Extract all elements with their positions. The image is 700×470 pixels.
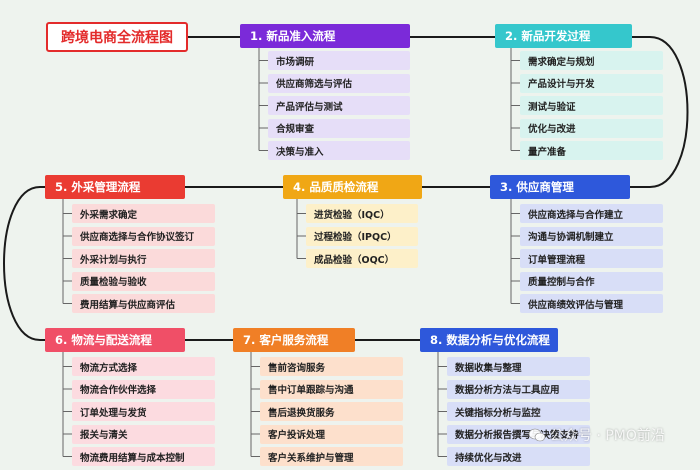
process-step: 质量检验与验收 (72, 271, 215, 291)
process-step: 优化与改进 (520, 118, 663, 138)
process-step: 外采需求确定 (72, 204, 215, 223)
process-step: 持续优化与改进 (447, 447, 590, 466)
section-heading: 1. 新品准入流程 (240, 24, 410, 48)
process-step: 订单处理与发货 (72, 402, 215, 421)
process-step: 外采计划与执行 (72, 249, 215, 268)
process-step: 客户投诉处理 (260, 424, 403, 444)
process-step: 关键指标分析与监控 (447, 402, 590, 421)
process-step: 物流费用结算与成本控制 (72, 447, 215, 466)
process-step: 需求确定与规划 (520, 51, 663, 70)
process-step: 物流合作伙伴选择 (72, 379, 215, 399)
process-step: 售中订单跟踪与沟通 (260, 379, 403, 399)
process-step: 量产准备 (520, 141, 663, 160)
process-step: 供应商筛选与评估 (268, 73, 410, 93)
section-heading: 3. 供应商管理 (490, 175, 630, 199)
section-heading: 8. 数据分析与优化流程 (420, 328, 558, 352)
process-step: 数据分析报告撰写与决策支持 (447, 424, 590, 444)
process-step: 售后退换货服务 (260, 402, 403, 421)
section-heading: 6. 物流与配送流程 (45, 328, 185, 352)
process-step: 售前咨询服务 (260, 357, 403, 376)
process-step: 费用结算与供应商评估 (72, 294, 215, 313)
process-step: 质量控制与合作 (520, 271, 663, 291)
process-step: 成品检验（OQC） (306, 249, 418, 268)
process-step: 产品评估与测试 (268, 96, 410, 115)
watermark: 公众号 · PMO前沿 (528, 425, 665, 445)
process-step: 报关与清关 (72, 424, 215, 444)
process-step: 产品设计与开发 (520, 73, 663, 93)
process-step: 订单管理流程 (520, 249, 663, 268)
process-step: 供应商选择与合作建立 (520, 204, 663, 223)
process-step: 客户关系维护与管理 (260, 447, 403, 466)
diagram-title: 跨境电商全流程图 (46, 22, 188, 52)
section-heading: 5. 外采管理流程 (45, 175, 185, 199)
watermark-text: 公众号 · PMO前沿 (550, 428, 665, 444)
process-step: 数据分析方法与工具应用 (447, 379, 590, 399)
process-step: 市场调研 (268, 51, 410, 70)
process-step: 合规审查 (268, 118, 410, 138)
process-step: 进货检验（IQC） (306, 204, 418, 223)
process-step: 物流方式选择 (72, 357, 215, 376)
section-heading: 7. 客户服务流程 (233, 328, 355, 352)
main-flow-line (3, 36, 689, 341)
section-heading: 2. 新品开发过程 (495, 24, 632, 48)
process-step: 供应商绩效评估与管理 (520, 294, 663, 313)
wechat-icon (528, 428, 546, 442)
process-step: 沟通与协调机制建立 (520, 226, 663, 246)
process-step: 数据收集与整理 (447, 357, 590, 376)
process-step: 供应商选择与合作协议签订 (72, 226, 215, 246)
process-step: 决策与准入 (268, 141, 410, 160)
process-step: 过程检验（IPQC） (306, 226, 418, 246)
section-heading: 4. 品质质检流程 (283, 175, 422, 199)
process-step: 测试与验证 (520, 96, 663, 115)
